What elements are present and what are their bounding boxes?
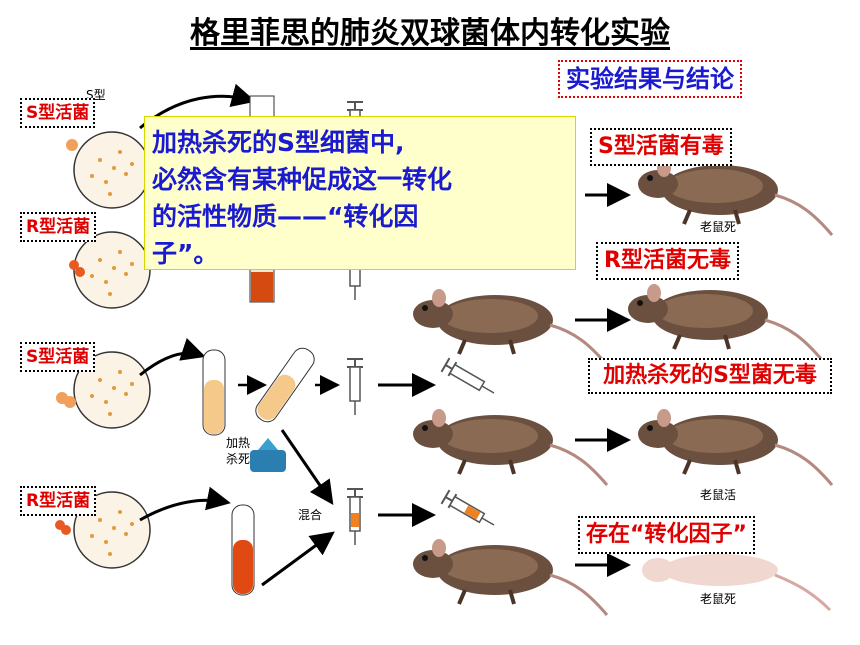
mouse-alive-label: 老鼠活 [700, 488, 737, 502]
callout-line-4: 子”。 [152, 239, 219, 268]
callout-line-1: 加热杀死的S型细菌中, [152, 128, 405, 157]
row2-result: R型活菌无毒 [596, 242, 739, 280]
row2-label: R型活菌 [20, 212, 97, 242]
mouse-dead-label-1: 老鼠死 [700, 220, 737, 234]
callout-line-3: 的活性物质——“转化因 [152, 202, 419, 231]
row4-result: 存在“转化因子” [578, 516, 755, 554]
mouse-dead-label-2: 老鼠死 [700, 592, 737, 606]
conclusion-header: 实验结果与结论 [558, 60, 742, 98]
row1-result: S型活菌有毒 [590, 128, 732, 166]
callout-line-2: 必然含有某种促成这一转化 [152, 165, 453, 194]
mix-label: 混合 [298, 508, 323, 522]
callout-box [144, 116, 576, 270]
row4-label: R型活菌 [20, 486, 97, 516]
row4-diagram [55, 486, 832, 617]
row3-result: 加热杀死的S型菌无毒 [588, 358, 832, 394]
row3-label: S型活菌 [20, 342, 96, 372]
row1-label: S型活菌 [20, 98, 96, 128]
kill-label: 杀死 [226, 452, 251, 466]
callout-text: 加热杀死的S型细菌中, 必然含有某种促成这一转化 的活性物质——“转化因 子”。 [152, 124, 582, 272]
slide-title: 格里菲思的肺炎双球菌体内转化实验 [190, 16, 670, 51]
row3-diagram [56, 337, 834, 505]
heat-label: 加热 [226, 436, 251, 450]
